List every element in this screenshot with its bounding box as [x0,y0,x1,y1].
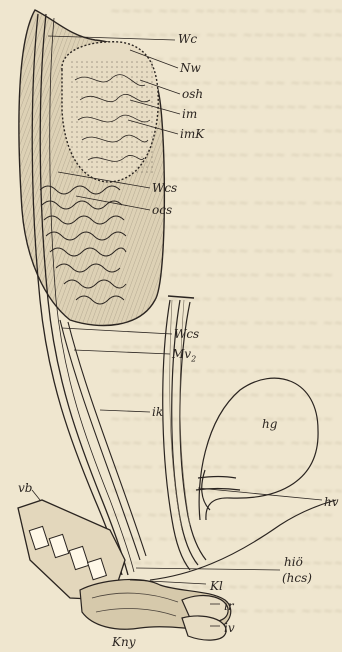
label-iv: iv [224,622,235,634]
label-kl: Kl [210,580,223,592]
label-mv2-sub: 2 [191,354,196,363]
label-hg: hg [262,418,277,430]
label-imk: imK [180,128,204,140]
label-osh: osh [182,88,203,100]
cloaca-knot [80,580,231,641]
label-hio: hiö [284,556,303,568]
label-im: im [182,108,197,120]
label-hcs: (hcs) [282,572,312,584]
label-kny: Kny [112,636,135,648]
label-mv2: Mv2 [172,348,196,363]
label-mv2-base: Mv [172,347,191,361]
label-hv: hv [324,496,339,508]
gonad-oval [62,42,158,182]
hindgut-loop [150,500,336,580]
label-nw: Nw [180,62,201,74]
label-ir: ir [224,600,234,612]
label-ocs: ocs [152,204,172,216]
label-ik: ik [152,406,163,418]
bladder-allantois [196,378,318,520]
label-wcs-upper: Wcs [152,182,177,194]
label-wcs-lower: Wcs [174,328,199,340]
label-vb: vb [18,482,32,494]
label-wc: Wc [178,33,197,45]
